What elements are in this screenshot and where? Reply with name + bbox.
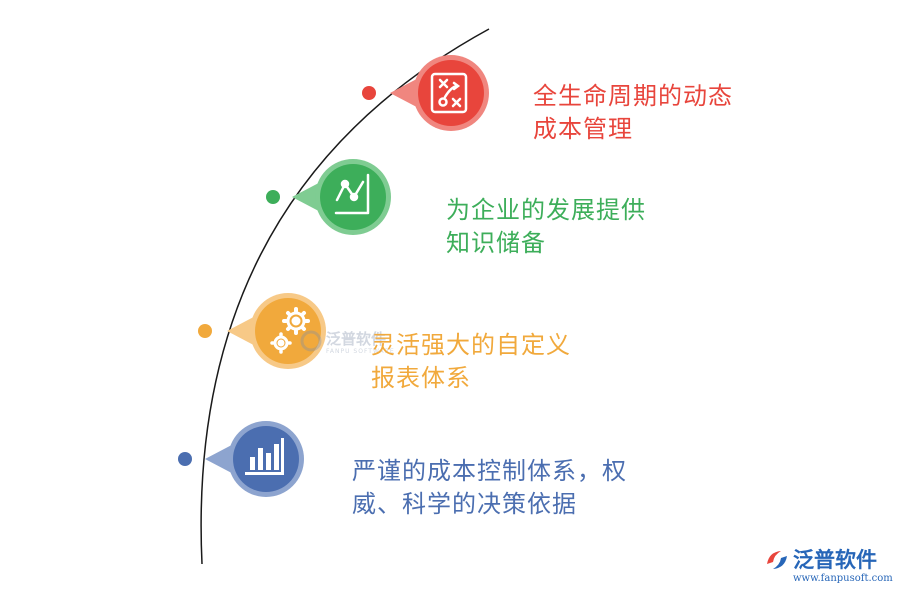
brand-name: 泛普软件 xyxy=(793,548,877,572)
item-2-dot xyxy=(266,190,280,204)
line-chart-icon xyxy=(334,173,370,215)
watermark: 泛普软件 FANPU SOFTWARE xyxy=(300,328,410,368)
item-4-dot xyxy=(178,452,192,466)
item-2-line-1: 为企业的发展提供 xyxy=(446,196,646,224)
brand-logo-icon xyxy=(767,551,787,569)
brand-logo: 泛普软件 www.fanpusoft.com xyxy=(763,544,893,588)
watermark-name: 泛普软件 xyxy=(326,330,387,348)
item-2-text: 为企业的发展提供 知识储备 xyxy=(446,194,646,260)
watermark-sub: FANPU SOFTWARE xyxy=(326,348,395,355)
watermark-logo-icon xyxy=(300,330,322,352)
timeline-arc xyxy=(200,28,490,565)
item-1-marker xyxy=(362,55,489,131)
item-1-line-1: 全生命周期的动态 xyxy=(533,82,733,110)
item-4-line-2: 威、科学的决策依据 xyxy=(352,490,577,518)
item-1-text: 全生命周期的动态 成本管理 xyxy=(533,80,733,146)
gears-icon xyxy=(270,307,310,354)
item-4-line-1: 严谨的成本控制体系，权 xyxy=(352,457,627,485)
item-3-text: 灵活强大的自定义 报表体系 xyxy=(371,329,571,395)
item-1-dot xyxy=(362,86,376,100)
item-4-marker xyxy=(178,421,304,497)
item-3-line-1: 灵活强大的自定义 xyxy=(371,331,571,359)
item-4-text: 严谨的成本控制体系，权 威、科学的决策依据 xyxy=(352,455,627,521)
item-2-line-2: 知识储备 xyxy=(446,229,546,257)
item-3-dot xyxy=(198,324,212,338)
bar-chart-icon xyxy=(245,438,284,475)
item-1-line-2: 成本管理 xyxy=(533,115,633,143)
item-1-pin-inner xyxy=(418,60,484,126)
item-3-line-2: 报表体系 xyxy=(371,364,471,392)
item-3-marker xyxy=(198,293,326,369)
strategy-board-icon xyxy=(430,72,468,114)
item-2-marker xyxy=(266,159,391,235)
brand-url: www.fanpusoft.com xyxy=(793,573,893,584)
